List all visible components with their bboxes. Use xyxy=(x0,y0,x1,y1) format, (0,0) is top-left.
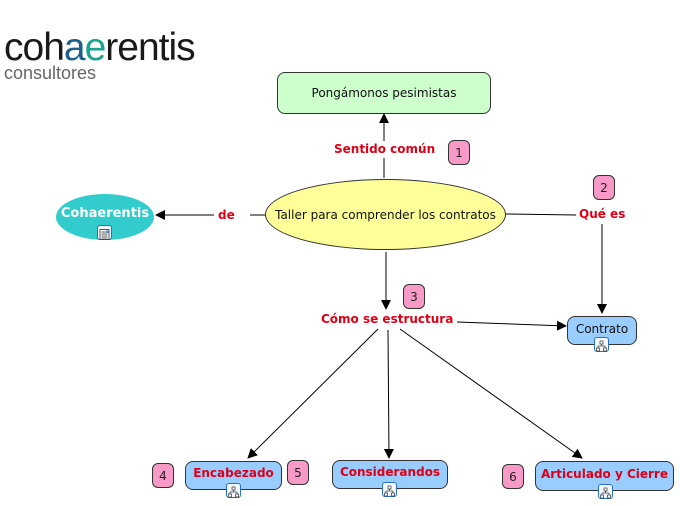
link-label-sentido-comun[interactable]: Sentido común xyxy=(332,142,438,156)
link-label-de[interactable]: de xyxy=(216,208,237,222)
link-label-como-se-estructura[interactable]: Cómo se estructura xyxy=(319,312,456,326)
step-badge-6[interactable]: 6 xyxy=(502,464,524,489)
logo-text-end: rentis xyxy=(105,26,195,69)
node-label: Articulado y Cierre xyxy=(541,466,668,481)
step-badge-3[interactable]: 3 xyxy=(403,284,425,309)
link-label-que-es[interactable]: Qué es xyxy=(577,207,628,221)
node-label: Taller para comprender los contratos xyxy=(275,207,496,222)
step-badge-4[interactable]: 4 xyxy=(152,463,174,488)
line-central-to-que-es xyxy=(504,213,577,216)
arrow-como-to-articulado xyxy=(399,328,583,459)
concept-map-icon[interactable] xyxy=(382,482,397,497)
node-pongamonos-pesimistas[interactable]: Pongámonos pesimistas xyxy=(277,72,491,114)
node-taller-central[interactable]: Taller para comprender los contratos xyxy=(265,179,506,250)
node-label: Encabezado xyxy=(193,466,274,480)
concept-map-icon[interactable] xyxy=(594,337,609,352)
arrow-como-to-considerandos xyxy=(383,329,394,459)
step-badge-5[interactable]: 5 xyxy=(287,460,309,485)
logo-ae-a: a xyxy=(63,26,86,69)
node-label: Contrato xyxy=(575,321,629,336)
company-logo: cohaerentis consultores xyxy=(4,28,196,83)
node-label: Cohaerentis xyxy=(60,205,150,221)
arrow-como-to-contrato xyxy=(456,320,567,331)
concept-map-icon[interactable] xyxy=(598,484,613,499)
step-badge-2[interactable]: 2 xyxy=(593,175,615,200)
logo-text-start: coh xyxy=(4,26,65,69)
step-badge-1[interactable]: 1 xyxy=(448,140,470,165)
arrow-como-to-encabezado xyxy=(247,328,379,459)
logo-subtitle: consultores xyxy=(4,63,97,83)
document-icon[interactable] xyxy=(97,225,112,240)
node-cohaerentis[interactable]: Cohaerentis xyxy=(56,194,154,240)
node-label: Pongámonos pesimistas xyxy=(311,86,457,100)
logo-wordmark: cohaerentis xyxy=(4,28,196,67)
concept-map-icon[interactable] xyxy=(226,483,241,498)
node-label: Considerandos xyxy=(339,465,441,479)
logo-ae-e: e xyxy=(84,26,107,69)
